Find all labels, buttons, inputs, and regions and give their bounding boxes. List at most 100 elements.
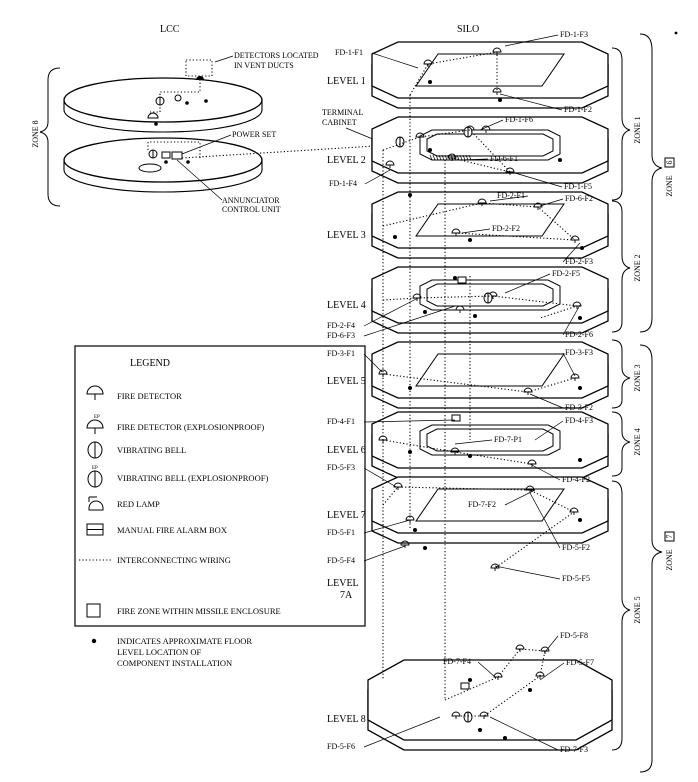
fire-detector-icon (450, 447, 460, 453)
annunciator-box (171, 151, 183, 160)
fd-6-f1: FD-6-F1 (490, 154, 518, 163)
fd-2-f6: FD-2-F6 (565, 330, 593, 339)
terminal-cabinet-2: CABINET (322, 118, 357, 127)
level-6-label: LEVEL 6 (327, 445, 366, 456)
silo-header: SILO (457, 24, 479, 35)
fd-2-f2: FD-2-F2 (492, 224, 520, 233)
legend-item-7: INTERCONNECTING WIRING (117, 555, 231, 565)
fire-detector-icon (493, 672, 503, 678)
fd-1-f6: FD-1-F6 (505, 115, 533, 124)
fd-1-f5: FD-1-F5 (564, 182, 592, 191)
zone-1-label: ZONE 1 (633, 116, 642, 143)
fd-3-f3: FD-3-F3 (565, 348, 593, 357)
detectors-note-1: DETECTORS LOCATED (234, 51, 319, 60)
fire-detector-icon (455, 305, 465, 311)
fd-2-f3: FD-2-F3 (565, 257, 593, 266)
fd-5-f6: FD-5-F6 (327, 742, 355, 751)
fd-4-f1: FD-4-F1 (327, 417, 355, 426)
zone-5-label: ZONE 5 (633, 596, 642, 623)
annunciator-label-2: CONTROL UNIT (222, 205, 281, 214)
fd-7-f2: FD-7-F2 (468, 500, 496, 509)
leader-lines (363, 34, 581, 751)
manual-alarm-box-icon (451, 414, 461, 422)
fire-detector-icon (451, 711, 461, 717)
fire-detector-icon (415, 132, 425, 138)
fd-2-f4: FD-2-F4 (327, 321, 355, 330)
legend-title: LEGEND (130, 358, 170, 369)
floor-location-dot (578, 458, 582, 462)
legend-item-2: FIRE DETECTOR (EXPLOSIONPROOF) (117, 422, 264, 432)
legend-item-6: MANUAL FIRE ALARM BOX (117, 525, 227, 535)
floor-location-dot (423, 310, 427, 314)
stray-dot (674, 31, 678, 35)
fire-detector-icon (451, 228, 461, 234)
fire-detector-icon (147, 112, 159, 119)
legend-red-lamp-icon (88, 500, 104, 511)
fd-3-f2: FD-3-F2 (565, 403, 593, 412)
floor-location-dot (413, 528, 417, 532)
lcc-lower-floor (63, 137, 263, 183)
level-7-label: LEVEL 7 (327, 510, 366, 521)
fire-detector-icon (447, 153, 457, 159)
floor-location-dot (578, 316, 582, 320)
floor-location-dot (423, 546, 427, 550)
fire-detector-icon (490, 563, 500, 569)
fd-1-f2: FD-1-F2 (564, 105, 592, 114)
legend-fire-detector-icon (86, 385, 104, 395)
fd-7-p1: FD-7-P1 (494, 435, 522, 444)
fd-7-f4: FD-7-F4 (443, 657, 471, 666)
vent-duct-detector-icon (196, 76, 204, 80)
fd-1-f4: FD-1-F4 (329, 179, 357, 188)
level-3-label: LEVEL 3 (327, 230, 366, 241)
fd-4-f3: FD-4-F3 (565, 416, 593, 425)
lcc-floor-opening (138, 163, 162, 173)
fd-6-f3: FD-6-F3 (327, 331, 355, 340)
floor-location-dot (503, 736, 507, 740)
legend-item-3: VIBRATING BELL (117, 445, 186, 455)
floor-location-dot (393, 235, 397, 239)
legend-ep-detector-icon (86, 419, 104, 429)
floor-location-dot (478, 728, 482, 732)
fire-detector-icon (385, 160, 395, 166)
fire-detector-icon (505, 167, 515, 173)
silo-level-1-plate (371, 41, 609, 109)
floor-location-dot (578, 386, 582, 390)
fd-5-f2: FD-5-F2 (562, 543, 590, 552)
silo-levels (367, 41, 613, 751)
detectors-note-2: IN VENT DUCTS (234, 61, 294, 70)
fire-detector-icon (423, 59, 433, 65)
level-2-label: LEVEL 2 (327, 155, 366, 166)
zone-3-label: ZONE 3 (633, 364, 642, 391)
legend-dot-icon (91, 638, 97, 644)
fd-3-f1: FD-3-F1 (327, 349, 355, 358)
silo-level-8-plate (367, 659, 613, 751)
legend-item-4: VIBRATING BELL (EXPLOSIONPROOF) (117, 473, 268, 483)
fire-detector-icon (572, 301, 582, 307)
fd-2-f5: FD-2-F5 (552, 269, 580, 278)
fd-4-f2: FD-4-F2 (562, 475, 590, 484)
terminal-cabinet-1: TERMINAL (322, 108, 363, 117)
fd-5-f1: FD-5-F1 (327, 528, 355, 537)
fire-detector-icon (533, 202, 543, 208)
silo-level-3-plate (371, 191, 609, 259)
fire-detector-icon (405, 515, 415, 521)
floor-location-dot (428, 80, 432, 84)
zone-4-label: ZONE 4 (633, 428, 642, 455)
fire-detector-icon (515, 644, 525, 650)
fd-5-f3: FD-5-F3 (327, 463, 355, 472)
fire-detector-icon (527, 459, 537, 465)
level-4-label: LEVEL 4 (327, 300, 366, 311)
legend-ep-mark-2: EP (92, 466, 98, 471)
fire-detector-icon (479, 711, 489, 717)
legend-item-5: RED LAMP (117, 499, 160, 509)
zone-6-word: ZONE (665, 175, 674, 196)
lcc-components (147, 59, 213, 164)
fd-5-f5: FD-5-F5 (562, 574, 590, 583)
zone-6-num: 6 (665, 161, 674, 165)
fire-detector-icon (378, 435, 388, 441)
fire-detector-icon (570, 235, 580, 241)
fire-detector-icon (492, 47, 502, 53)
floor-location-dot (453, 276, 457, 280)
legend-ep-mark-1: EP (94, 415, 100, 420)
legend-item-11: COMPONENT INSTALLATION (117, 658, 232, 668)
